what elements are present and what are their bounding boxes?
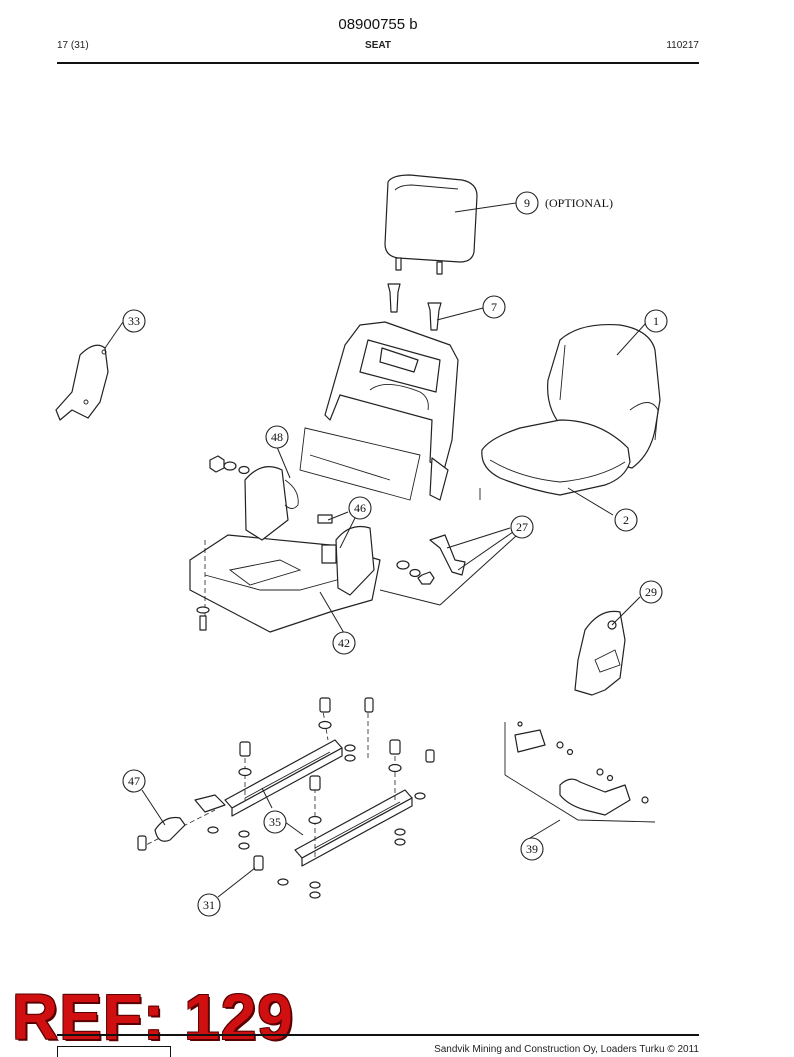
callout-46: 46 bbox=[348, 496, 372, 520]
svg-text:29: 29 bbox=[645, 585, 657, 599]
callout-1: 1 bbox=[644, 309, 668, 333]
svg-text:42: 42 bbox=[338, 636, 350, 650]
svg-text:48: 48 bbox=[271, 430, 283, 444]
svg-text:2: 2 bbox=[623, 513, 629, 527]
callout-47: 47 bbox=[122, 769, 146, 793]
page-header: 17 (31) SEAT 110217 bbox=[57, 40, 699, 54]
ref-stamp: REF: 129 bbox=[12, 981, 294, 1053]
callout-7: 7 bbox=[482, 295, 506, 319]
header-rule bbox=[57, 62, 699, 64]
page-count: 17 (31) bbox=[57, 40, 89, 51]
callout-31: 31 bbox=[197, 893, 221, 917]
svg-text:9: 9 bbox=[524, 196, 530, 210]
fastener-set-rails bbox=[137, 697, 435, 899]
backrest-frame-part bbox=[299, 321, 459, 501]
callout-33: 33 bbox=[122, 309, 146, 333]
adjustment-lever-part bbox=[429, 534, 466, 576]
callout-2: 2 bbox=[614, 508, 638, 532]
callout-39: 39 bbox=[520, 837, 544, 861]
svg-text:33: 33 bbox=[128, 314, 140, 328]
svg-text:27: 27 bbox=[516, 520, 528, 534]
callout-29: 29 bbox=[639, 580, 663, 604]
date-code: 110217 bbox=[666, 40, 699, 51]
svg-text:39: 39 bbox=[526, 842, 538, 856]
callout-27: 27 bbox=[510, 515, 534, 539]
seat-base-pan-part bbox=[189, 466, 381, 633]
optional-label: (OPTIONAL) bbox=[545, 196, 613, 210]
footer-logo bbox=[57, 1046, 171, 1057]
side-cover-left-part bbox=[55, 344, 109, 421]
callout-35: 35 bbox=[263, 810, 287, 834]
callout-42: 42 bbox=[332, 631, 356, 655]
detail-view-part bbox=[504, 721, 656, 823]
footer-copyright: Sandvik Mining and Construction Oy, Load… bbox=[434, 1044, 699, 1055]
leader-lines bbox=[104, 202, 647, 898]
svg-text:35: 35 bbox=[269, 815, 281, 829]
section-title: SEAT bbox=[365, 40, 391, 51]
headrest-part bbox=[384, 174, 478, 275]
side-cover-right-part bbox=[574, 610, 626, 696]
document-number: 08900755 b bbox=[338, 16, 418, 33]
svg-text:7: 7 bbox=[491, 300, 497, 314]
callout-48: 48 bbox=[265, 425, 289, 449]
slide-handle-part bbox=[154, 816, 186, 842]
footer-rule bbox=[57, 1034, 699, 1036]
slide-rails-part bbox=[139, 704, 413, 867]
callout-9: 9 bbox=[515, 191, 539, 215]
svg-text:31: 31 bbox=[203, 898, 215, 912]
headrest-guides-part bbox=[387, 283, 442, 331]
fastener-set-base bbox=[196, 455, 435, 631]
svg-text:1: 1 bbox=[653, 314, 659, 328]
svg-text:46: 46 bbox=[354, 501, 366, 515]
svg-text:47: 47 bbox=[128, 774, 140, 788]
seat-cushion-part bbox=[479, 419, 631, 500]
